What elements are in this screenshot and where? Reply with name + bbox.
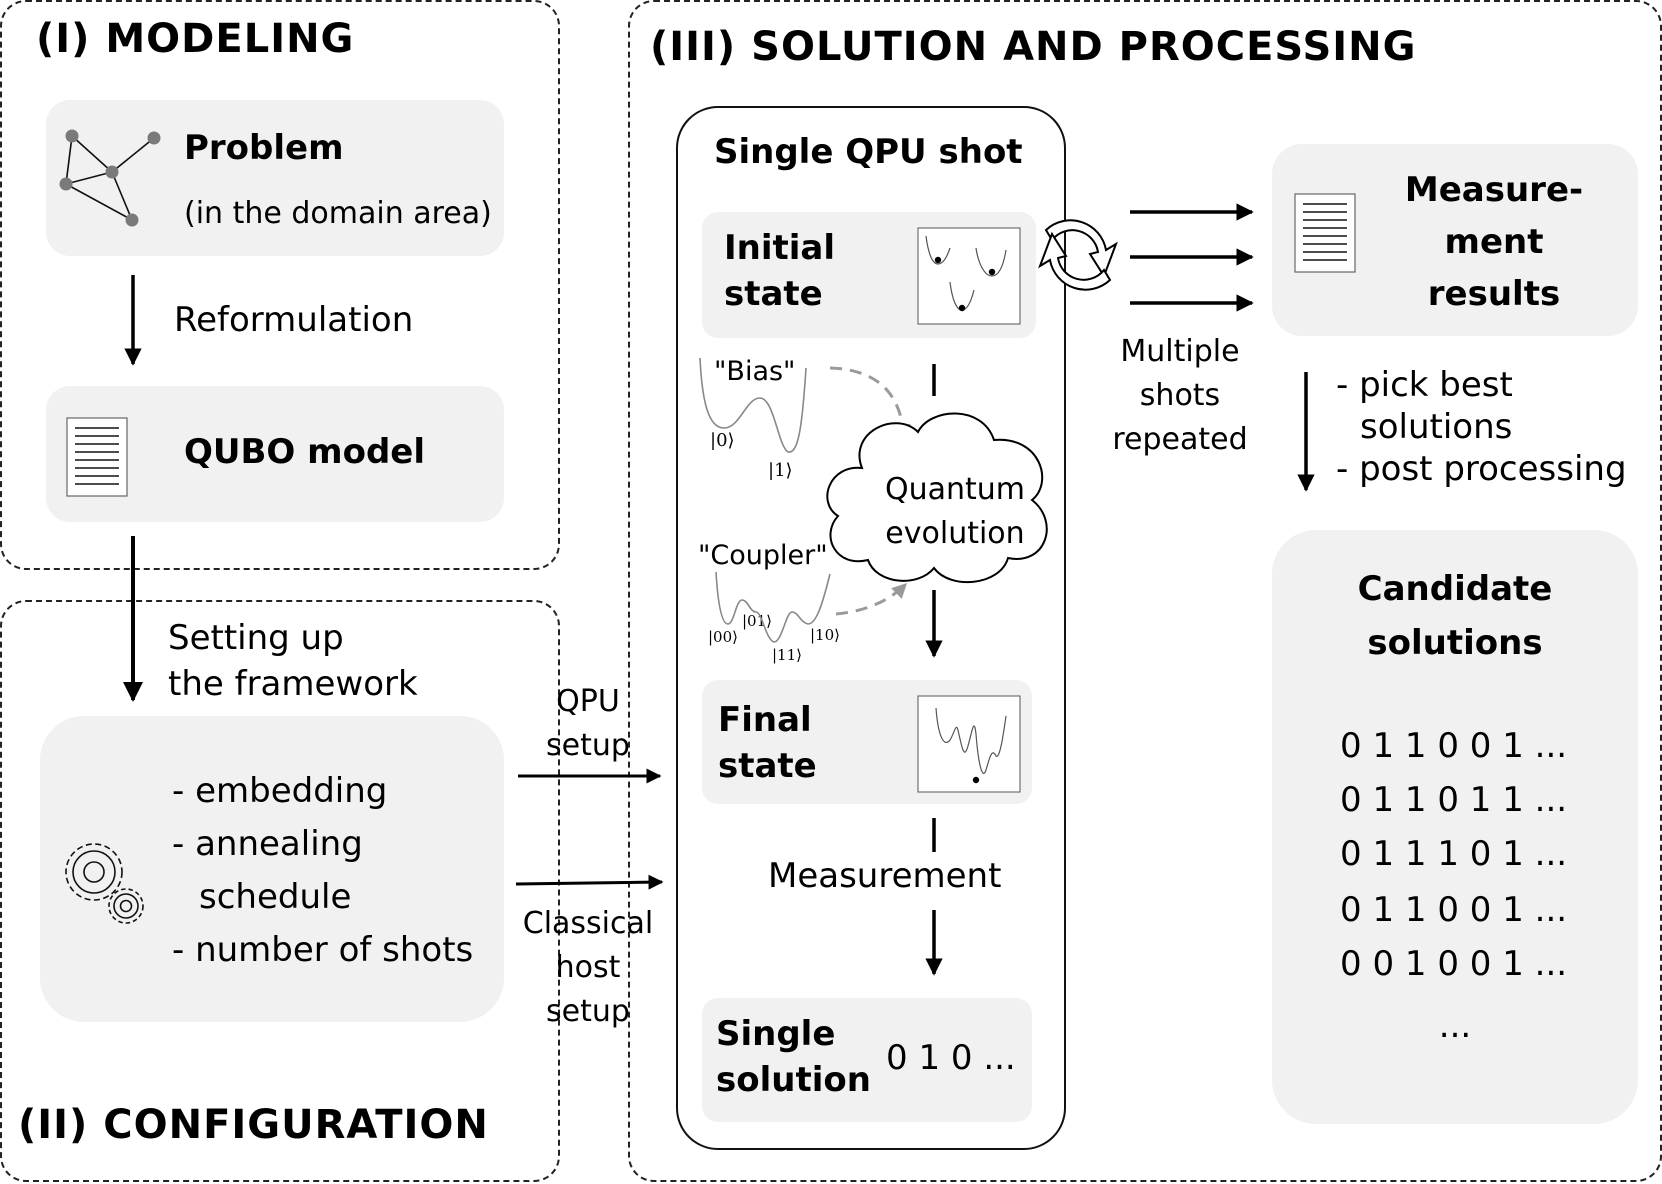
single-solution-line1: Single xyxy=(716,1014,836,1054)
candidate-row-5: 0 0 1 0 0 1 ... xyxy=(1340,944,1568,984)
qpu-shot-title: Single QPU shot xyxy=(708,132,1029,172)
config-item-schedule: schedule xyxy=(199,877,352,917)
results-line3: results xyxy=(1427,274,1561,314)
section-title-modeling: (I) MODELING xyxy=(36,16,355,62)
setting-up-line2: the framework xyxy=(168,663,418,704)
final-state-line2: state xyxy=(718,745,817,786)
final-state-thumbnail xyxy=(917,695,1021,793)
final-state-line1: Final xyxy=(718,700,812,740)
qpu-setup-line1: QPU xyxy=(556,684,620,719)
config-item-annealing: - annealing xyxy=(172,824,363,864)
multiple-shots-label: Multiple shots repeated xyxy=(1110,330,1250,462)
candidate-row-2: 0 1 1 0 1 1 ... xyxy=(1340,780,1568,820)
post-line3: - post processing xyxy=(1336,449,1627,489)
classical-setup-line3: setup xyxy=(546,994,630,1029)
problem-title: Problem xyxy=(184,128,344,168)
classical-setup-label: Classical host setup xyxy=(520,902,656,1034)
candidate-title: Candidate solutions xyxy=(1272,562,1638,670)
coupler-ket-00: |00⟩ xyxy=(708,628,738,646)
candidate-title-line1: Candidate xyxy=(1357,569,1553,609)
coupler-potential-curve xyxy=(715,571,831,643)
candidate-row-4: 0 1 1 0 0 1 ... xyxy=(1340,890,1568,930)
initial-state-label: Initial state xyxy=(724,226,835,318)
results-document-icon xyxy=(1294,193,1356,273)
section-solution xyxy=(628,0,1662,1182)
coupler-label: "Coupler" xyxy=(698,540,828,571)
setting-up-line1: Setting up xyxy=(168,618,344,658)
candidate-row-ellipsis: ... xyxy=(1438,1006,1472,1046)
measurement-label: Measurement xyxy=(768,856,1002,896)
candidate-row-1: 0 1 1 0 0 1 ... xyxy=(1340,726,1568,766)
multiple-shots-line3: repeated xyxy=(1112,422,1248,457)
bias-ket-0: |0⟩ xyxy=(710,430,735,451)
qpu-shot-frame xyxy=(676,106,1066,1150)
section-configuration xyxy=(0,600,560,1182)
results-line2: ment xyxy=(1444,222,1544,262)
post-line2: solutions xyxy=(1360,407,1513,447)
document-icon xyxy=(66,417,128,497)
candidate-title-line2: solutions xyxy=(1367,623,1543,663)
results-line1: Measure- xyxy=(1404,170,1584,210)
setting-up-label: Setting up the framework xyxy=(168,616,418,708)
initial-state-thumbnail xyxy=(917,227,1021,325)
qpu-setup-label: QPU setup xyxy=(530,680,646,768)
gears-icon xyxy=(65,843,144,924)
quantum-evolution-label: Quantum evolution xyxy=(870,468,1040,556)
bias-potential-curve xyxy=(699,357,807,453)
arrow-classical-setup xyxy=(515,874,664,890)
section-title-configuration: (II) CONFIGURATION xyxy=(18,1102,489,1148)
candidate-row-3: 0 1 1 1 0 1 ... xyxy=(1340,834,1568,874)
classical-setup-line1: Classical xyxy=(522,906,654,941)
candidate-solutions-box xyxy=(1272,530,1638,1124)
configuration-box xyxy=(40,716,504,1022)
single-solution-label: Single solution xyxy=(716,1012,871,1104)
problem-box xyxy=(46,100,504,256)
section-title-solution: (III) SOLUTION AND PROCESSING xyxy=(650,24,1417,70)
qubo-title: QUBO model xyxy=(184,432,426,472)
classical-setup-line2: host xyxy=(555,950,621,985)
single-solution-line2: solution xyxy=(716,1059,871,1100)
coupler-ket-10: |10⟩ xyxy=(810,626,840,644)
coupler-to-evolution-arrow xyxy=(835,582,908,616)
initial-state-line1: Initial xyxy=(724,228,836,268)
final-state-label: Final state xyxy=(718,698,817,790)
bias-ket-1: |1⟩ xyxy=(768,460,793,481)
quantum-evolution-cloud xyxy=(826,412,1048,584)
config-item-shots: - number of shots xyxy=(172,930,474,970)
multiple-shots-line1: Multiple xyxy=(1120,334,1240,369)
evolution-line2: evolution xyxy=(885,516,1025,551)
config-item-embedding: - embedding xyxy=(172,771,388,811)
problem-subtitle: (in the domain area) xyxy=(184,196,492,231)
initial-state-line2: state xyxy=(724,273,823,314)
section-modeling xyxy=(0,0,560,570)
bias-label: "Bias" xyxy=(714,356,796,387)
single-solution-value: 0 1 0 ... xyxy=(886,1038,1016,1078)
post-line1: - pick best xyxy=(1336,365,1513,405)
repeat-cycle-icon xyxy=(1038,219,1118,291)
reformulation-label: Reformulation xyxy=(174,300,414,340)
coupler-ket-11: |11⟩ xyxy=(772,646,802,664)
evolution-line1: Quantum xyxy=(884,472,1026,507)
post-processing-label: - pick best solutions - post processing xyxy=(1336,364,1627,490)
measurement-results-label: Measure- ment results xyxy=(1390,164,1598,320)
single-solution-box xyxy=(702,998,1032,1122)
multiple-shots-line2: shots xyxy=(1139,378,1221,413)
graph-icon xyxy=(59,129,161,227)
qpu-setup-line2: setup xyxy=(546,728,630,763)
